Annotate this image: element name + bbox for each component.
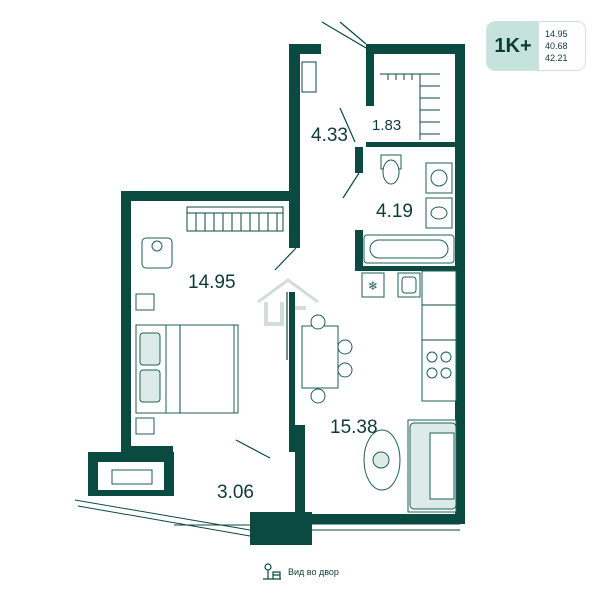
svg-text:❄: ❄: [368, 279, 378, 293]
balcony-area: 3.06: [217, 482, 254, 503]
apartment-type: 1K+: [487, 22, 539, 70]
windows: [74, 73, 460, 537]
badge-area-with-balcony: 42.21: [545, 53, 568, 63]
wall-details: [98, 61, 317, 490]
badge-areas: 14.95 40.68 42.21: [545, 28, 568, 64]
badge-area-living: 14.95: [545, 29, 568, 39]
kitchen-living-area: 15.38: [330, 417, 378, 438]
logo-watermark-icon: [257, 278, 319, 326]
view-label: Вид во двор: [288, 567, 339, 577]
apartment-badge: 1K+ 14.95 40.68 42.21: [487, 22, 585, 70]
bedroom-area: 14.95: [188, 272, 236, 293]
bathroom-fixtures: [363, 154, 455, 264]
view-direction: Вид во двор: [262, 563, 339, 581]
bathroom-area: 4.19: [376, 201, 413, 222]
hall-area: 4.33: [311, 125, 348, 146]
yard-view-icon: [263, 563, 281, 580]
bedroom-furniture: [135, 237, 239, 435]
kitchen-furniture: ❄: [301, 270, 457, 513]
closet-area: 1.83: [372, 117, 401, 134]
badge-area-total: 40.68: [545, 41, 568, 51]
doors: [235, 21, 367, 459]
